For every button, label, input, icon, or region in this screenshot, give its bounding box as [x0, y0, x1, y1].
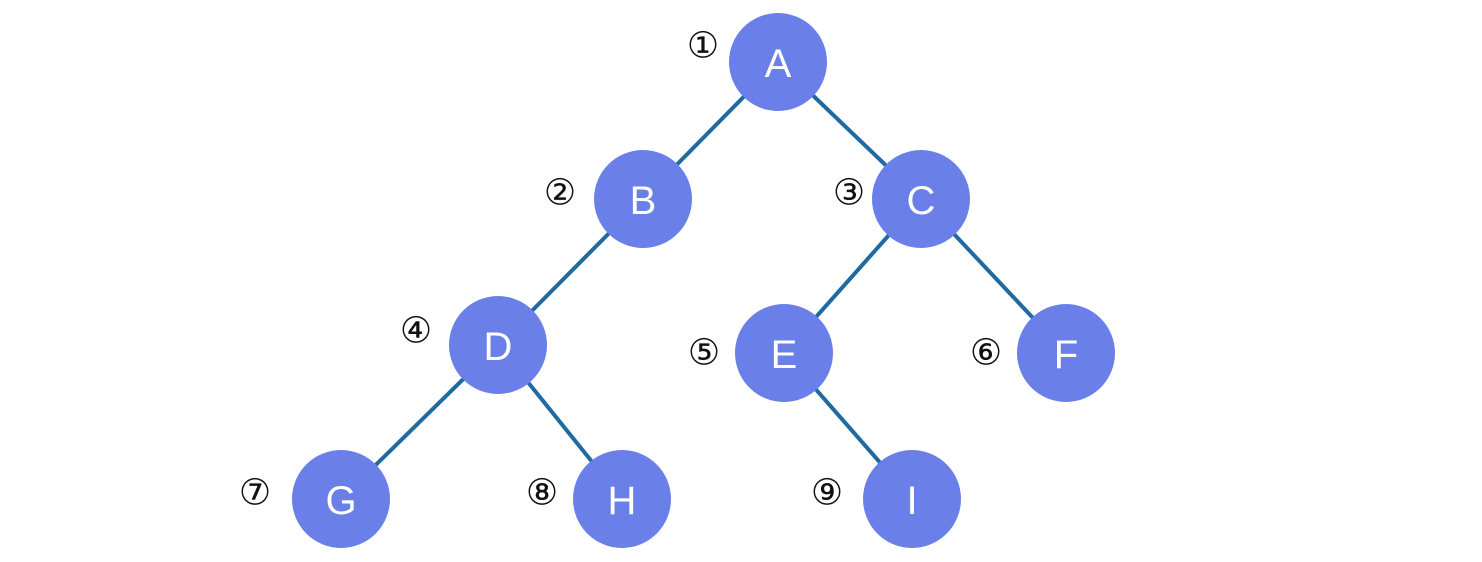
tree-node-a: A① — [687, 13, 827, 111]
tree-node-i: I⑨ — [811, 450, 961, 548]
node-label-i: I — [906, 479, 917, 523]
node-circle-b — [594, 150, 692, 248]
tree-node-d: D④ — [400, 296, 547, 394]
order-number-b: ② — [544, 173, 576, 214]
node-circle-h — [573, 450, 671, 548]
node-circle-g — [292, 450, 390, 548]
tree-node-f: F⑥ — [970, 304, 1115, 402]
order-number-i: ⑨ — [811, 473, 843, 514]
order-number-e: ⑤ — [688, 333, 720, 374]
order-number-d: ④ — [400, 311, 432, 352]
order-number-f: ⑥ — [970, 333, 1002, 374]
node-label-a: A — [765, 42, 792, 86]
order-number-h: ⑧ — [526, 473, 558, 514]
tree-node-c: C③ — [833, 150, 970, 248]
node-circle-c — [872, 150, 970, 248]
node-label-g: G — [325, 479, 356, 523]
node-circle-a — [729, 13, 827, 111]
tree-node-g: G⑦ — [239, 450, 390, 548]
node-label-f: F — [1054, 333, 1078, 377]
node-label-e: E — [771, 333, 798, 377]
edges-layer — [339, 60, 1068, 501]
tree-node-b: B② — [544, 150, 692, 248]
tree-node-e: E⑤ — [688, 304, 833, 402]
node-circle-d — [449, 296, 547, 394]
node-label-d: D — [484, 325, 513, 369]
node-label-c: C — [907, 179, 936, 223]
node-circle-f — [1017, 304, 1115, 402]
node-circle-i — [863, 450, 961, 548]
node-circle-e — [735, 304, 833, 402]
node-label-h: H — [608, 479, 637, 523]
order-number-a: ① — [687, 26, 719, 67]
order-number-g: ⑦ — [239, 473, 271, 514]
node-label-b: B — [630, 179, 657, 223]
order-number-c: ③ — [833, 173, 865, 214]
tree-node-h: H⑧ — [526, 450, 671, 548]
